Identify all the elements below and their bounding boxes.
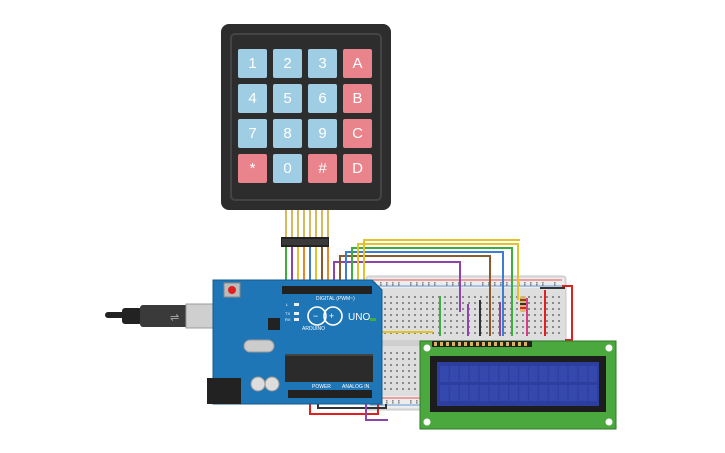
key-a[interactable]: A: [343, 49, 372, 78]
key-6[interactable]: 6: [308, 84, 337, 113]
board-brand-label: ARDUINO: [302, 326, 325, 332]
keypad-frame: [230, 33, 382, 201]
lcd-character-cells: [440, 366, 598, 401]
key-1[interactable]: 1: [238, 49, 267, 78]
rx-label: RX: [285, 317, 291, 322]
resistor: [520, 296, 526, 312]
lcd-module: [419, 340, 617, 430]
power-wires: [309, 285, 573, 421]
key-d[interactable]: D: [343, 154, 372, 183]
board-model-label: UNO: [348, 312, 370, 323]
key-hash[interactable]: #: [308, 154, 337, 183]
arduino-logo: [307, 306, 327, 326]
key-star[interactable]: *: [238, 154, 267, 183]
usb-cable: ⇌: [105, 303, 221, 329]
key-b[interactable]: B: [343, 84, 372, 113]
key-c[interactable]: C: [343, 119, 372, 148]
keypad-ribbon: [281, 210, 329, 247]
arduino-uno-board: − + UNO ARDUINO DIGITAL (PWM~) POWER ANA…: [207, 279, 383, 405]
svg-text:−: −: [313, 311, 318, 321]
reset-button: [228, 286, 236, 294]
key-9[interactable]: 9: [308, 119, 337, 148]
svg-text:+: +: [329, 311, 334, 321]
key-3[interactable]: 3: [308, 49, 337, 78]
key-5[interactable]: 5: [273, 84, 302, 113]
digital-header-label: DIGITAL (PWM~): [316, 296, 355, 302]
key-8[interactable]: 8: [273, 119, 302, 148]
tx-label: TX: [285, 311, 290, 316]
key-2[interactable]: 2: [273, 49, 302, 78]
lcd-wires: [333, 239, 546, 336]
analog-header-label: ANALOG IN: [342, 384, 370, 390]
key-4[interactable]: 4: [238, 84, 267, 113]
power-header-label: POWER: [312, 384, 331, 390]
l-led-label: L: [286, 302, 289, 307]
key-7[interactable]: 7: [238, 119, 267, 148]
key-0[interactable]: 0: [273, 154, 302, 183]
usb-icon: ⇌: [170, 311, 179, 324]
